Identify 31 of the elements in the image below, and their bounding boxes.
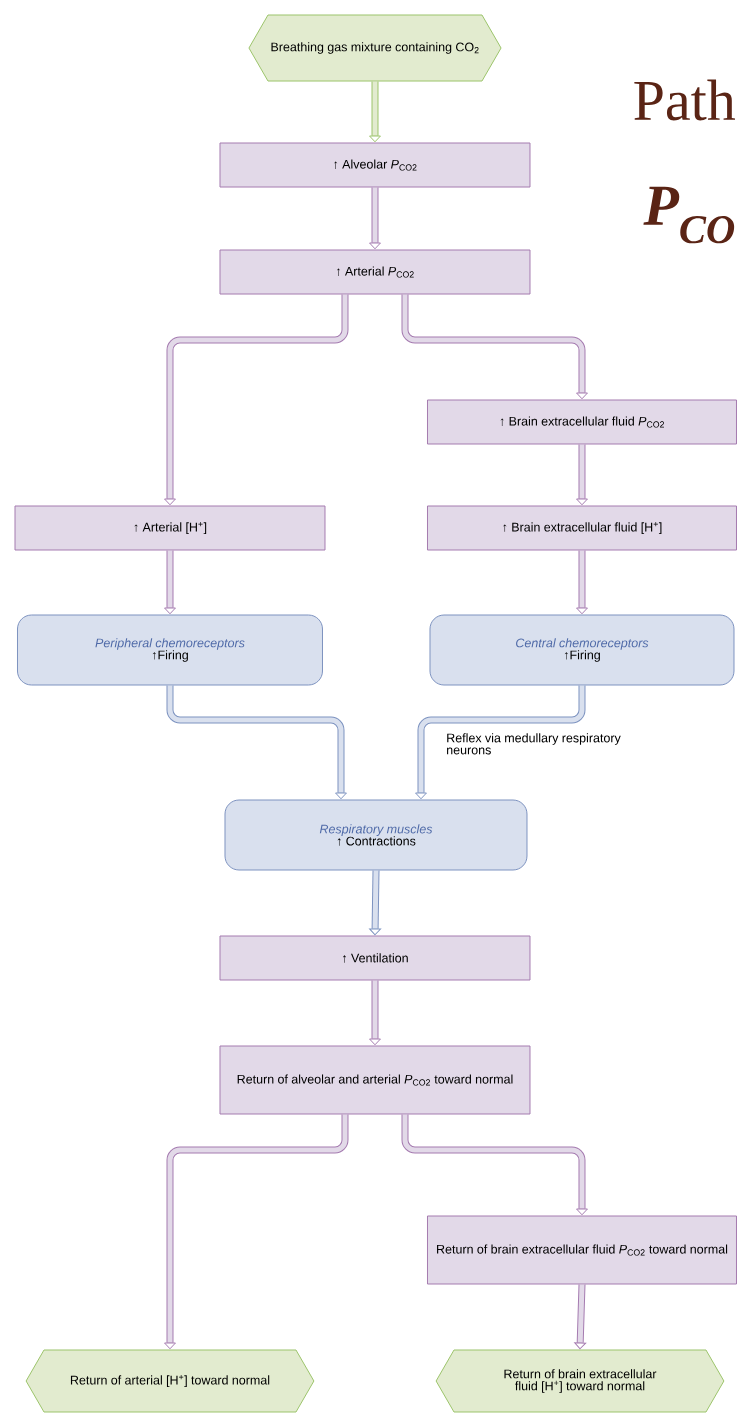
process-box: ↑ Ventilation [219,935,531,981]
hexagon-box: Return of arterial [H$^{+}$] toward normal [25,1349,315,1413]
arrow [369,81,381,143]
arrow [574,1284,587,1350]
title-text: Path [634,79,736,121]
edge-label: Reflex via medullary respiratory neurons [447,733,621,755]
arrow [401,1114,588,1216]
arrow [164,294,349,506]
arrow [401,294,588,400]
arrow [166,685,347,800]
process-box: ↑ Brain extracellular fluid [H$^{+}$] [427,505,737,551]
process-box: Return of brain extracellular fluid P$_{CO2}$ toward normal [427,1215,737,1285]
process-box: ↑ Alveolar P$_{CO2}$ [219,142,531,188]
arrow [164,1114,349,1350]
arrow [369,870,382,936]
title-text: P$_{CO}$ [643,186,735,244]
arrow [415,685,586,800]
arrow [576,550,588,615]
hexagon-box: Breathing gas mixture containing CO$_{2}$ [248,14,502,82]
process-box: Return of alveolar and arterial P$_{CO2}$ toward normal [219,1045,531,1115]
process-box: ↑ Brain extracellular fluid P$_{CO2}$ [427,399,737,445]
rounded-box: Central chemoreceptors ↑Firing [429,614,735,686]
arrow [369,187,381,250]
hexagon-box: Return of brain extracellular fluid [H$^{+}$] toward normal [435,1349,725,1413]
arrow [369,980,381,1046]
arrow [164,550,176,615]
arrow [576,444,588,506]
rounded-box: Respiratory muscles ↑ Contractions [224,799,528,871]
process-box: ↑ Arterial [H$^{+}$] [14,505,326,551]
rounded-box: Peripheral chemoreceptors ↑Firing [17,614,323,686]
process-box: ↑ Arterial P$_{CO2}$ [219,249,531,295]
